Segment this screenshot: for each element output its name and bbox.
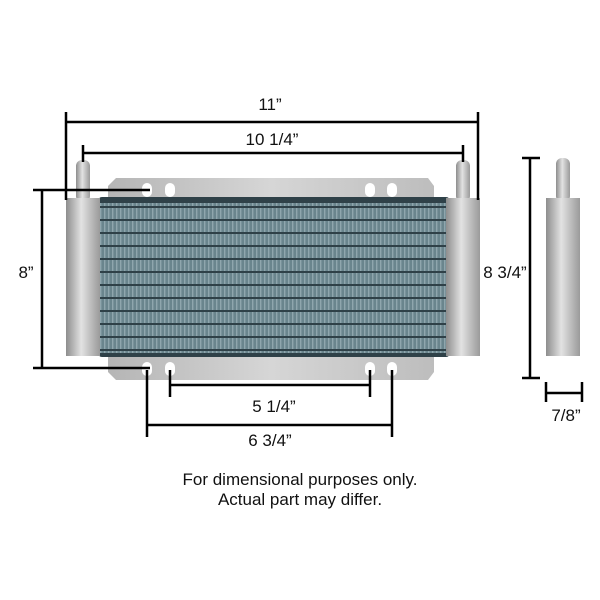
dim-depth: 7/8” — [544, 382, 584, 425]
svg-text:6 3/4”: 6 3/4” — [248, 431, 292, 450]
mount-hole — [387, 183, 397, 197]
mount-hole — [165, 362, 175, 376]
mount-hole — [365, 362, 375, 376]
svg-text:11”: 11” — [258, 95, 282, 114]
dim-core-height: 8” — [18, 188, 150, 370]
right-tank — [446, 160, 480, 356]
bottom-mounting-bracket — [108, 356, 434, 380]
side-view — [546, 158, 580, 356]
mount-hole — [165, 183, 175, 197]
right-fitting — [456, 160, 470, 202]
svg-text:7/8”: 7/8” — [551, 406, 581, 425]
disclaimer-line-1: For dimensional purposes only. — [183, 470, 418, 489]
svg-text:10 1/4”: 10 1/4” — [246, 130, 299, 149]
disclaimer-line-2: Actual part may differ. — [218, 490, 382, 509]
dim-overall-width: 11” — [64, 95, 480, 200]
left-fitting — [76, 160, 90, 202]
dim-overall-height: 8 3/4” — [483, 156, 540, 380]
dim-outer-mount-spacing: 6 3/4” — [145, 370, 394, 450]
left-tank — [66, 160, 100, 356]
svg-text:8”: 8” — [18, 263, 33, 282]
cooler-core — [98, 197, 450, 357]
mount-hole — [365, 183, 375, 197]
dim-inner-mount-spacing: 5 1/4” — [168, 370, 372, 416]
dim-fitting-spacing: 10 1/4” — [81, 130, 465, 162]
svg-text:8 3/4”: 8 3/4” — [483, 263, 527, 282]
mount-hole — [387, 362, 397, 376]
svg-text:5 1/4”: 5 1/4” — [252, 397, 296, 416]
top-mounting-bracket — [108, 178, 434, 202]
